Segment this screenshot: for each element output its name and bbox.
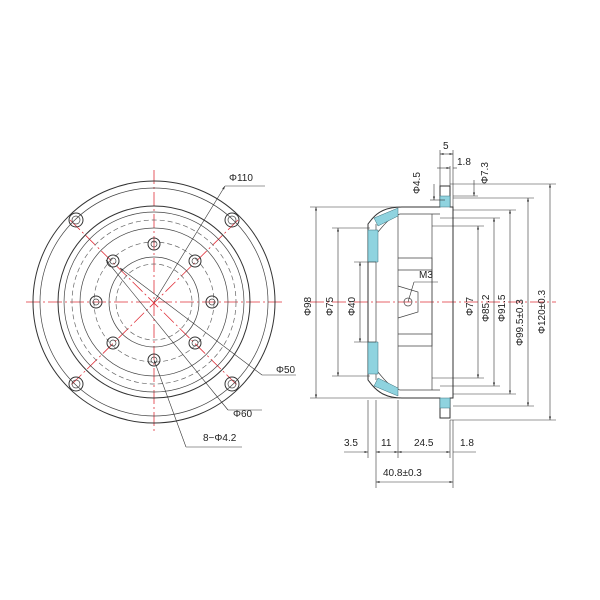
section-rim-top [373, 207, 399, 227]
mounting-holes [68, 212, 240, 392]
d915-label: Φ91.5 [497, 294, 508, 322]
frame-step-circle [63, 211, 245, 393]
w245-label: 24.5 [414, 438, 434, 449]
d50-label: Φ50 [276, 365, 296, 376]
bolt-circle [93, 241, 215, 363]
magnet-boss [397, 285, 419, 319]
total-label: 40.8±0.3 [383, 468, 422, 479]
hidden-circle-inner [115, 263, 193, 341]
hidden-circle-outer [71, 219, 237, 385]
w11-label: 11 [381, 438, 392, 449]
d60-label: Φ60 [233, 409, 253, 420]
d77-label: Φ77 [465, 296, 476, 316]
section-bottom [367, 341, 379, 375]
m3-leader [407, 281, 415, 303]
w35-label: 3.5 [344, 438, 358, 449]
flange-outer-circle [32, 180, 276, 424]
d60-leader [105, 259, 229, 411]
d110-label: Φ110 [229, 173, 253, 184]
holes-label: 8−Φ4.2 [203, 433, 237, 444]
section-rim-bottom [373, 377, 399, 397]
side-view: M3 5 1.8 Φ4.5 Φ7.3 Φ98 Φ75 Φ40 Φ77 [303, 141, 556, 488]
frame-outer-circle [57, 205, 251, 399]
d75-label: Φ75 [325, 296, 336, 316]
basket-outline [367, 185, 454, 419]
front-centerline-diagonal-b [69, 219, 239, 387]
d120-label: Φ120±0.3 [537, 290, 548, 334]
d50-leader [119, 267, 263, 376]
frame-inner-circle [79, 227, 229, 377]
d45-label: Φ4.5 [412, 172, 423, 194]
w18-label: 1.8 [457, 157, 471, 168]
front-view: Φ110 Φ50 Φ60 8−Φ4.2 [26, 170, 296, 448]
basket-window [398, 257, 433, 347]
w18b-label: 1.8 [460, 438, 474, 449]
center-opening-circle [108, 256, 200, 348]
w5-label: 5 [443, 141, 449, 152]
section-top [367, 229, 379, 263]
d40-label: Φ40 [347, 296, 358, 316]
section-flange-top [439, 195, 451, 208]
d995-label: Φ99.5±0.3 [515, 299, 526, 346]
flange-inner-circle [39, 187, 269, 417]
d110-leader [153, 185, 226, 303]
section-flange-bottom [439, 397, 451, 409]
m3-label: M3 [419, 270, 433, 281]
m3-hole [403, 297, 413, 307]
holes-leader [153, 359, 187, 448]
d73-label: Φ7.3 [480, 162, 491, 184]
d852-label: Φ85.2 [481, 294, 492, 322]
d98-label: Φ98 [303, 296, 314, 316]
